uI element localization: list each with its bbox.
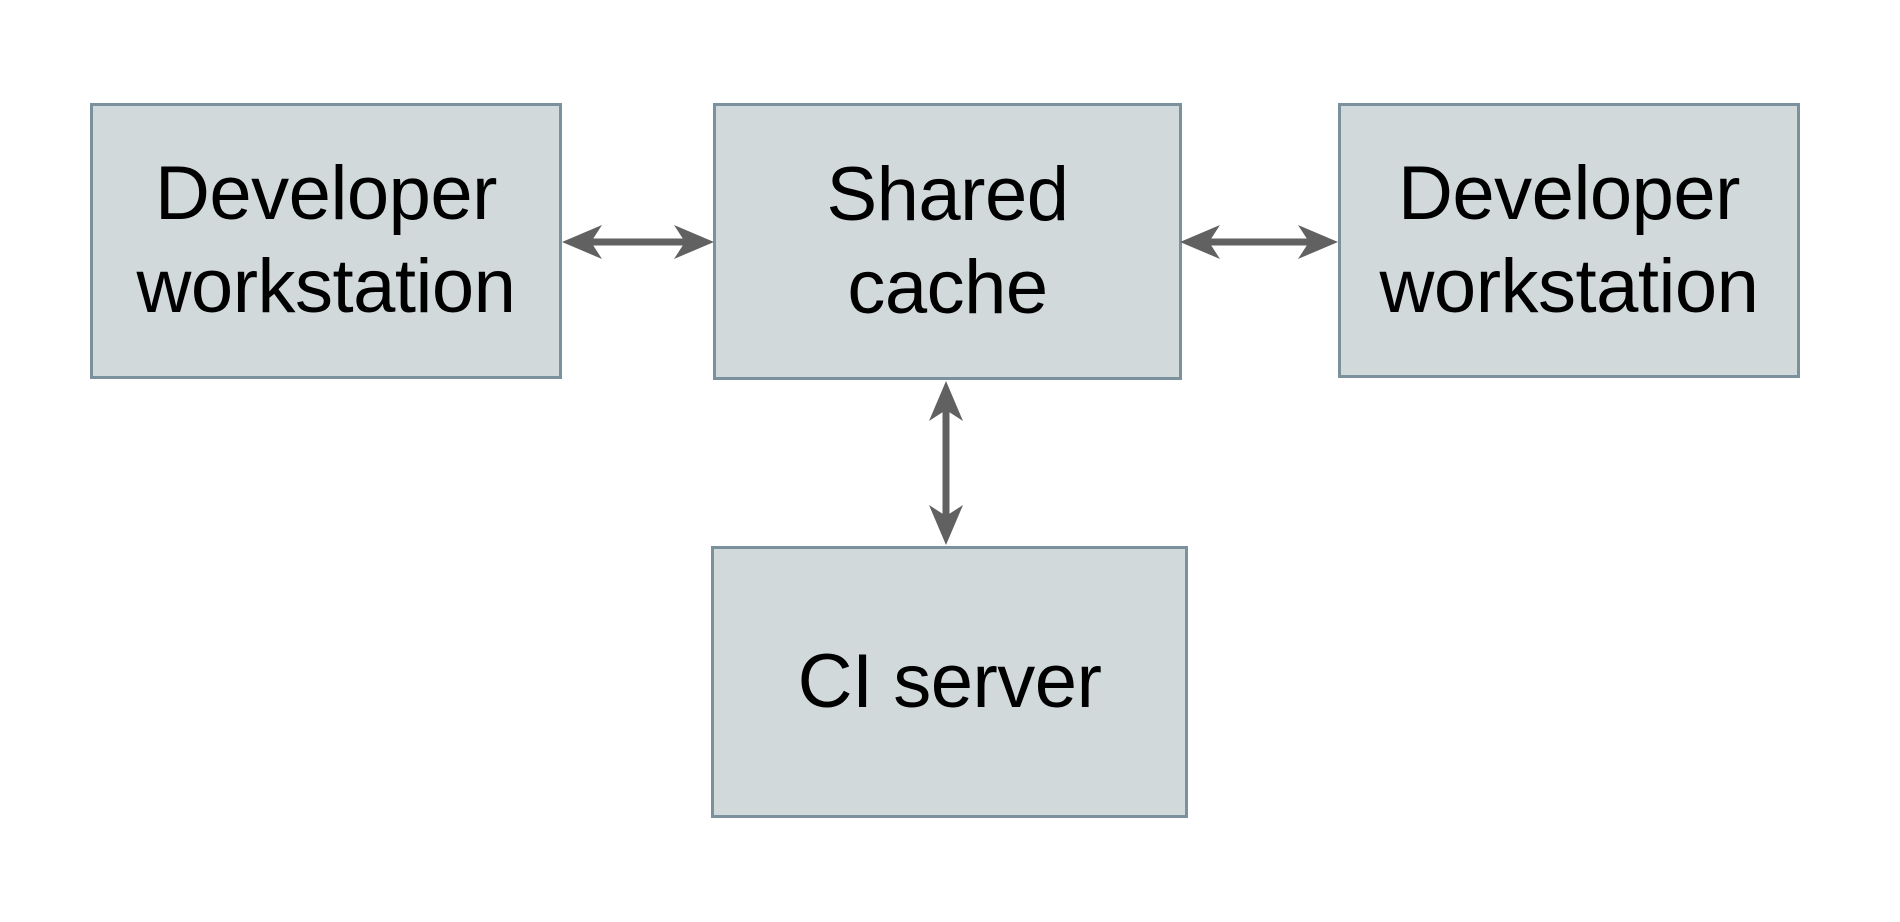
node-developer-workstation-left: Developer workstation bbox=[90, 103, 562, 379]
node-label-shared-cache: Shared cache bbox=[826, 151, 1069, 330]
node-shared-cache: Shared cache bbox=[713, 103, 1182, 380]
node-label-developer-workstation-right: Developer workstation bbox=[1379, 150, 1759, 329]
node-label-developer-workstation-left: Developer workstation bbox=[136, 151, 516, 329]
node-label-ci-server: CI server bbox=[797, 638, 1102, 724]
double-arrow-horizontal-icon bbox=[560, 220, 716, 264]
node-developer-workstation-right: Developer workstation bbox=[1338, 103, 1800, 378]
node-ci-server: CI server bbox=[711, 546, 1188, 818]
double-arrow-vertical-icon bbox=[924, 379, 968, 547]
double-arrow-horizontal-icon bbox=[1178, 220, 1340, 264]
